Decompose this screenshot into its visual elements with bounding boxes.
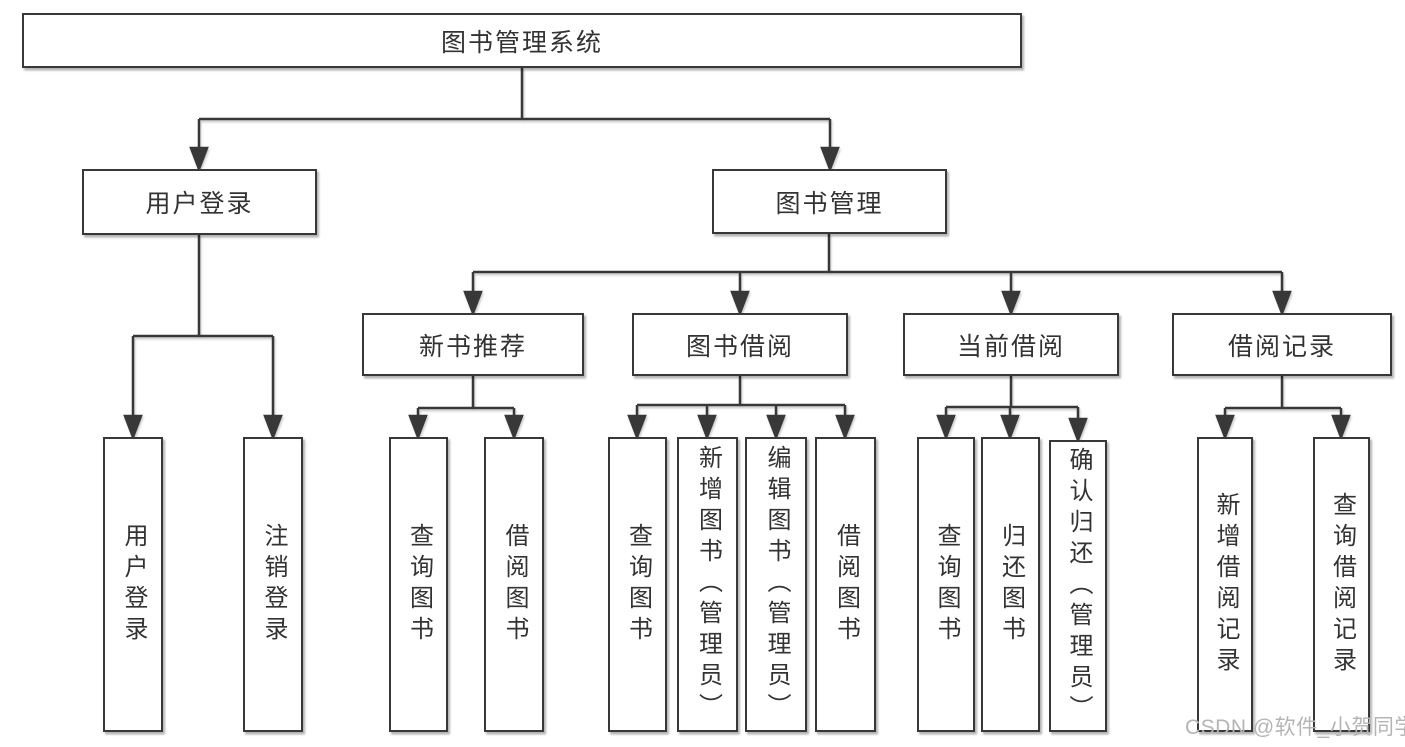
leaf-query-books-borrow: 查询图书 (608, 437, 667, 732)
leaf-query-borrow-record: 查询借阅记录 (1313, 437, 1370, 732)
leaf-query-books-recommend-label: 查询图书 (405, 522, 433, 647)
leaf-query-books-current-label: 查询图书 (933, 522, 960, 647)
leaf-add-borrow-record: 新增借阅记录 (1197, 437, 1253, 732)
csdn-watermark: CSDN @软件_小贺同学 (1185, 716, 1405, 739)
leaf-add-borrow-record-label: 新增借阅记录 (1212, 491, 1239, 678)
leaf-user-login-label: 用户登录 (120, 522, 147, 647)
node-new-book-recommend: 新书推荐 (362, 313, 584, 376)
leaf-user-login: 用户登录 (103, 437, 163, 732)
leaf-logout-label: 注销登录 (260, 522, 287, 647)
leaf-borrow-books: 借阅图书 (815, 437, 876, 732)
node-library-system: 图书管理系统 (22, 13, 1022, 68)
node-book-management: 图书管理 (712, 169, 947, 234)
node-current-borrowing-label: 当前借阅 (956, 332, 1065, 361)
node-borrowing-records-label: 借阅记录 (1227, 332, 1336, 361)
leaf-return-books-label: 归还图书 (997, 522, 1025, 647)
connector-book-borrow-to-leaves (627, 376, 855, 441)
leaf-borrow-books-recommend-label: 借阅图书 (501, 522, 528, 647)
node-current-borrowing: 当前借阅 (903, 313, 1119, 376)
connector-user-login-to-leaves (123, 235, 283, 441)
node-book-borrowing-label: 图书借阅 (685, 332, 794, 361)
connector-root-to-level2 (189, 68, 840, 173)
leaf-query-books-current: 查询图书 (917, 437, 975, 732)
connector-new-book-to-leaves (408, 376, 524, 441)
connector-borrow-record-to-leaves (1215, 376, 1351, 441)
leaf-borrow-books-label: 借阅图书 (832, 522, 860, 647)
connector-book-mgmt-to-groups (463, 234, 1292, 317)
node-user-login: 用户登录 (82, 169, 317, 235)
leaf-query-borrow-record-label: 查询借阅记录 (1328, 491, 1356, 678)
leaf-add-books-admin: 新增图书（管理员） (677, 437, 738, 732)
leaf-logout: 注销登录 (243, 437, 303, 732)
node-new-book-recommend-label: 新书推荐 (418, 332, 527, 361)
leaf-confirm-return-admin-label: 确认归还（管理员） (1065, 446, 1092, 726)
leaf-query-books-borrow-label: 查询图书 (624, 522, 652, 647)
leaf-return-books: 归还图书 (981, 437, 1040, 732)
leaf-edit-books-admin-label: 编辑图书（管理员） (763, 445, 790, 724)
node-user-login-label: 用户登录 (145, 190, 254, 218)
leaf-add-books-admin-label: 新增图书（管理员） (694, 445, 722, 724)
node-library-system-label: 图书管理系统 (440, 28, 603, 57)
leaf-confirm-return-admin: 确认归还（管理员） (1049, 440, 1107, 732)
connector-current-borrow-to-leaves (936, 376, 1088, 444)
node-book-borrowing: 图书借阅 (632, 313, 848, 376)
node-book-management-label: 图书管理 (775, 189, 884, 218)
leaf-borrow-books-recommend: 借阅图书 (484, 437, 544, 732)
node-borrowing-records: 借阅记录 (1172, 313, 1392, 376)
leaf-query-books-recommend: 查询图书 (389, 437, 448, 732)
leaf-edit-books-admin: 编辑图书（管理员） (745, 437, 807, 732)
